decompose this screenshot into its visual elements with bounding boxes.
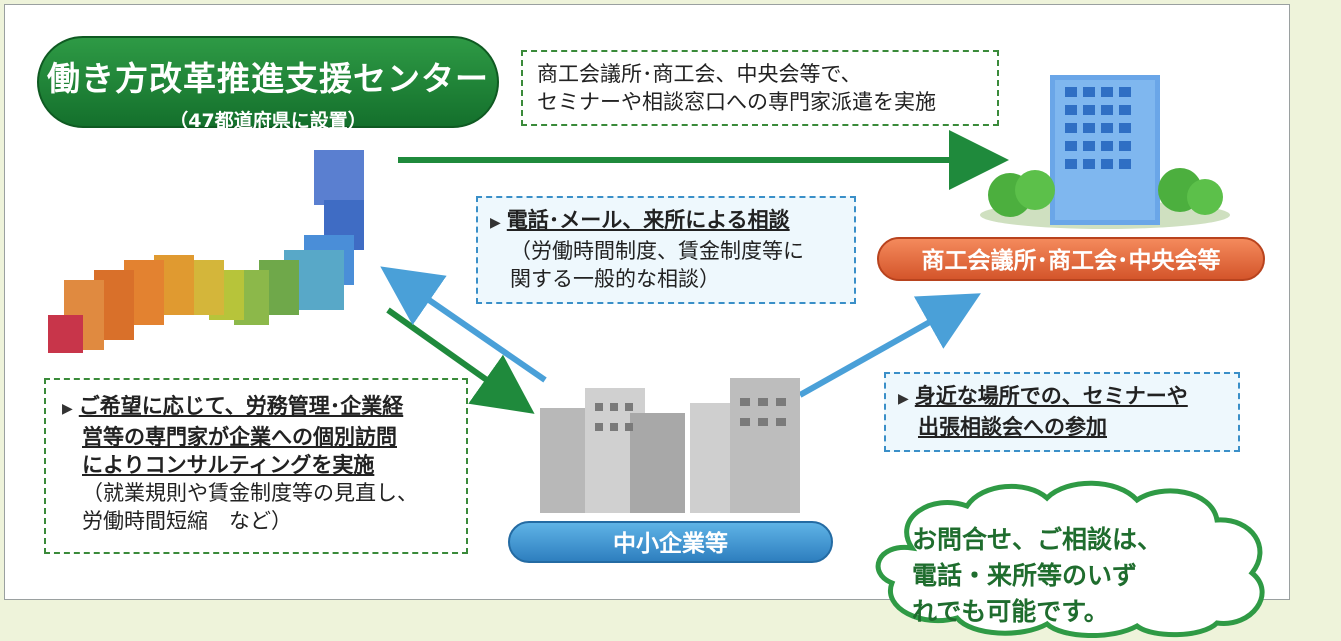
phone-note-line1: 電話･メール、来所による相談 [506, 208, 790, 232]
cloud-line3: れでも可能です。 [912, 597, 1109, 626]
bullet-triangle-icon: ▶ [898, 391, 909, 407]
consult-note-line5: 労働時間短縮 など） [82, 509, 292, 533]
japan-map-illustration [48, 150, 364, 353]
sme-buildings-illustration [540, 378, 800, 513]
seminar-note-line1: 身近な場所での、セミナーや [914, 384, 1188, 408]
seminar-note-box: ▶ 身近な場所での、セミナーや 出張相談会への参加 [884, 372, 1240, 452]
consult-note-line3: によりコンサルティングを実施 [82, 453, 375, 477]
top-note-box: 商工会議所･商工会、中央会等で、 セミナーや相談窓口への専門家派遣を実施 [521, 50, 999, 126]
consult-note-box: ▶ ご希望に応じて、労務管理･企業経 営等の専門家が企業への個別訪問 によりコンサ… [44, 378, 468, 554]
contact-cloud-shape [875, 480, 1265, 638]
center-title: 働き方改革推進支援センター [47, 59, 489, 98]
cloud-line1: お問合せ、ご相談は、 [912, 525, 1163, 554]
support-center-title-pill: 働き方改革推進支援センター （47都道府県に設置） [37, 36, 499, 132]
chamber-label-pill: 商工会議所･商工会･中央会等 [877, 237, 1265, 281]
arrow-sme-to-chamber [798, 293, 981, 398]
bullet-triangle-icon: ▶ [490, 215, 501, 231]
bullet-triangle-icon: ▶ [62, 401, 73, 417]
sme-label-pill: 中小企業等 [508, 521, 833, 563]
consult-note-line4: （就業規則や賃金制度等の見直し、 [82, 481, 418, 505]
cloud-line2: 電話・来所等のいず [912, 561, 1138, 590]
phone-note-line2: （労働時間制度、賃金制度等に [510, 239, 804, 263]
phone-note-box: ▶ 電話･メール、来所による相談 （労働時間制度、賃金制度等に 関する一般的な相談… [476, 196, 856, 304]
center-subtitle: （47都道府県に設置） [169, 110, 367, 132]
chamber-building-illustration [980, 75, 1230, 229]
seminar-note-line2: 出張相談会への参加 [918, 415, 1107, 439]
arrow-sme-to-center [380, 266, 547, 383]
top-note-line1: 商工会議所･商工会、中央会等で、 [537, 62, 862, 86]
consult-note-line2: 営等の専門家が企業への個別訪問 [82, 425, 397, 449]
contact-cloud-text: お問合せ、ご相談は、 電話・来所等のいず れでも可能です。 [912, 522, 1242, 630]
consult-note-line1: ご希望に応じて、労務管理･企業経 [78, 394, 404, 418]
phone-note-line3: 関する一般的な相談） [510, 267, 720, 291]
top-note-line2: セミナーや相談窓口への専門家派遣を実施 [537, 90, 936, 114]
